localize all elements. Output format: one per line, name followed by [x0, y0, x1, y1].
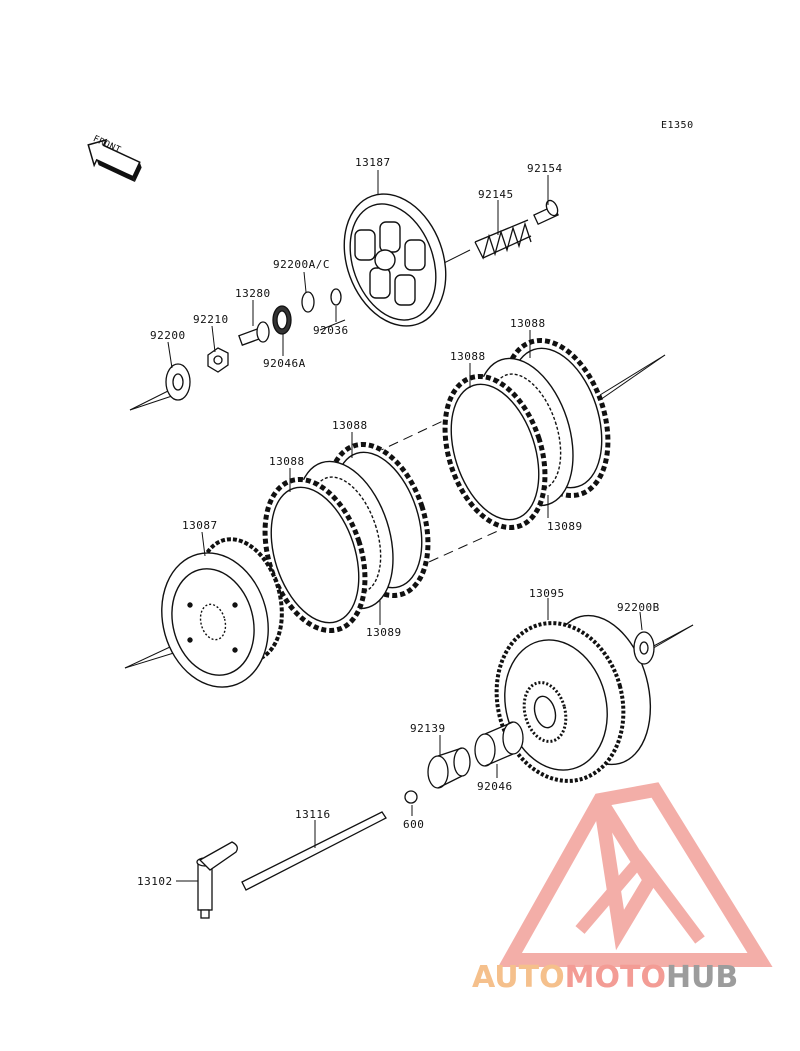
part-label-13087: 13087 [182, 519, 218, 532]
part-label-92046: 92046 [477, 780, 513, 793]
pushrod [241, 811, 387, 891]
clutch-housing [494, 614, 652, 783]
part-label-92139: 92139 [410, 722, 446, 735]
part-label-13088-b: 13088 [450, 350, 486, 363]
brand-part-moto: MOTO [564, 960, 666, 995]
part-label-92145: 92145 [478, 188, 514, 201]
part-label-600: 600 [403, 818, 425, 831]
diagram-code: E1350 [661, 120, 694, 131]
part-label-13280: 13280 [235, 287, 271, 300]
circlip-92036 [330, 288, 342, 306]
part-label-13095: 13095 [529, 587, 565, 600]
brand-part-hub: HUB [665, 960, 739, 995]
needle-bearing-92046 [474, 721, 524, 767]
ball-600 [404, 790, 418, 804]
release-shaft [196, 841, 238, 919]
part-label-13089-a: 13089 [547, 520, 583, 533]
part-label-92210: 92210 [193, 313, 229, 326]
bolt [533, 199, 559, 226]
clutch-hub [161, 537, 284, 688]
part-label-13187: 13187 [355, 156, 391, 169]
axis-lines [124, 249, 694, 669]
friction-plate-2 [442, 373, 548, 531]
part-label-92046a: 92046A [263, 357, 306, 370]
pressure-plate [343, 193, 447, 327]
watermark-logo [498, 782, 773, 967]
part-label-92200b: 92200B [617, 601, 660, 614]
part-label-92036: 92036 [313, 324, 349, 337]
part-label-13102: 13102 [137, 875, 173, 888]
part-label-13089-b: 13089 [366, 626, 402, 639]
part-label-13088-d: 13088 [269, 455, 305, 468]
watermark-brand: AUTOMOTOHUB [472, 960, 738, 995]
part-label-13116: 13116 [295, 808, 331, 821]
part-label-13088-c: 13088 [332, 419, 368, 432]
washer-92200ac [301, 291, 315, 313]
brand-part-auto: AUTO [472, 960, 565, 995]
part-label-13088-a: 13088 [510, 317, 546, 330]
clutch-spring [474, 219, 532, 260]
friction-plate-4 [262, 476, 368, 634]
collar-92139 [427, 747, 471, 789]
washer-92200b [633, 631, 655, 665]
part-label-92154: 92154 [527, 162, 563, 175]
leader-lines [167, 170, 643, 882]
pusher-13280 [238, 321, 270, 346]
front-arrow-icon [87, 138, 142, 183]
part-label-92200: 92200 [150, 329, 186, 342]
part-label-92200ac: 92200A/C [273, 258, 330, 271]
